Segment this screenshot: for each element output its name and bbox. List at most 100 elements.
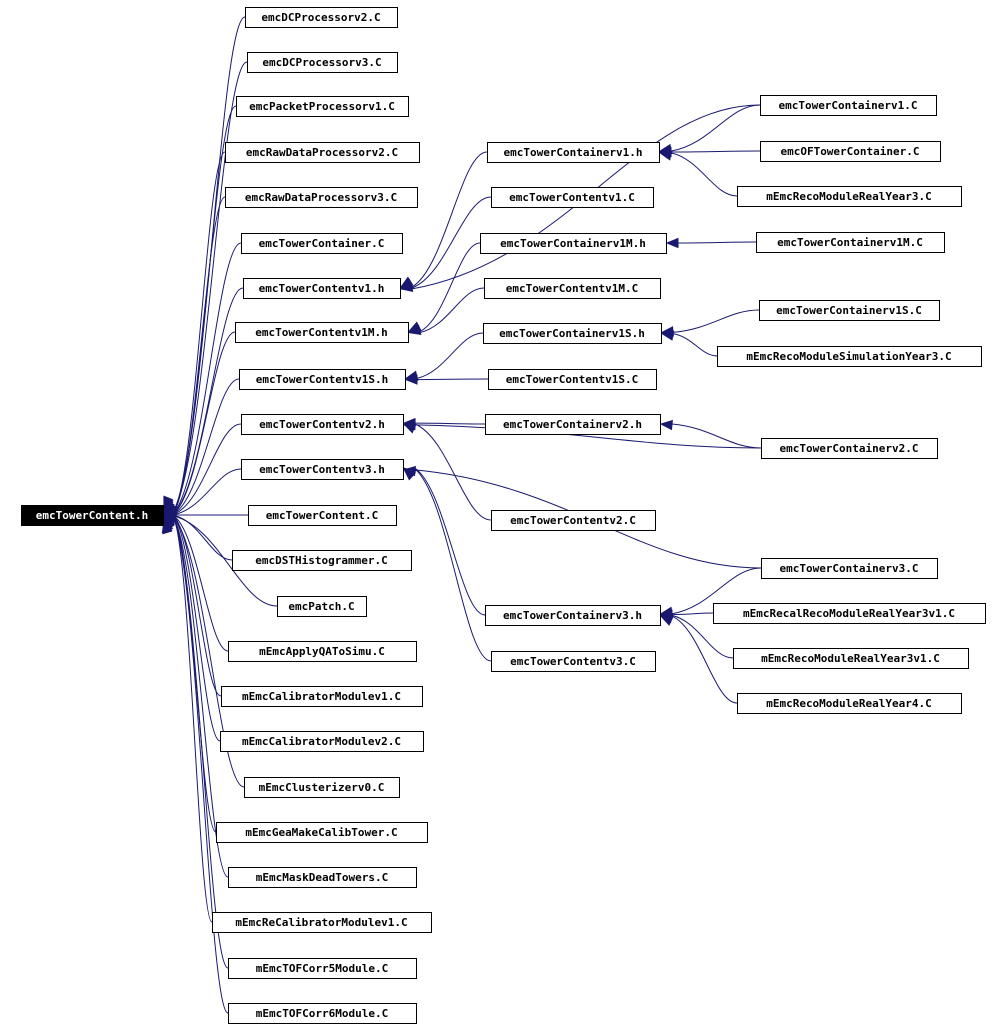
node-emctowercontainerv1-h[interactable]: emcTowerContainerv1.h — [487, 142, 660, 163]
edge-emctowercontentv3-c-to-emctowercontentv3-h — [403, 468, 492, 662]
edge-line — [419, 242, 481, 332]
node-emctowercontentv1s-h[interactable]: emcTowerContentv1S.h — [239, 369, 406, 390]
edge-line — [174, 378, 240, 514]
node-box — [243, 278, 401, 299]
edge-line — [174, 520, 213, 923]
node-box — [212, 912, 432, 933]
edge-line — [174, 331, 236, 513]
edge-emctowercontentv1s-c-to-emctowercontentv1s-h — [404, 374, 489, 385]
edge-line — [414, 422, 486, 425]
node-memcrecalibratormodulev1-c[interactable]: mEmcReCalibratorModulev1.C — [212, 912, 432, 933]
node-label: emcTowerContent.h — [36, 509, 149, 522]
node-emctowercontentv1-h[interactable]: emcTowerContentv1.h — [243, 278, 401, 299]
arrowhead — [659, 419, 673, 431]
node-box — [228, 867, 417, 888]
node-memctofcorr6module-c[interactable]: mEmcTOFCorr6Module.C — [228, 1003, 417, 1024]
node-emctowercontentv1s-c[interactable]: emcTowerContentv1S.C — [488, 369, 657, 390]
node-emcdcprocessorv3-c[interactable]: emcDCProcessorv3.C — [247, 52, 398, 73]
node-emctowercontainerv3-h[interactable]: emcTowerContainerv3.h — [485, 605, 661, 626]
edge-line — [174, 516, 229, 652]
arrowhead — [407, 324, 422, 335]
node-emctowercontentv1m-h[interactable]: emcTowerContentv1M.h — [235, 322, 409, 343]
node-emctowercontainer-c[interactable]: emcTowerContainer.C — [241, 233, 403, 254]
node-emctowercontent-h[interactable]: emcTowerContent.h — [21, 505, 164, 526]
node-emctowercontainerv1-c[interactable]: emcTowerContainerv1.C — [760, 95, 937, 116]
edge-line — [670, 104, 761, 152]
edge-emctowercontainer-c-to-emctowercontent-h — [163, 242, 242, 513]
edge-emctowercontainerv2-c-to-emctowercontentv2-h — [402, 419, 762, 449]
node-box — [491, 187, 654, 208]
node-emctowercontentv3-c[interactable]: emcTowerContentv3.C — [491, 651, 656, 672]
node-box — [228, 958, 417, 979]
node-memccalibratormodulev2-c[interactable]: mEmcCalibratorModulev2.C — [220, 731, 424, 752]
node-box — [756, 232, 945, 253]
node-label: mEmcRecalRecoModuleRealYear3v1.C — [743, 607, 955, 620]
node-emcpacketprocessorv1-c[interactable]: emcPacketProcessorv1.C — [236, 96, 409, 117]
edge-line — [419, 287, 485, 334]
edge-line — [174, 242, 242, 512]
node-label: emcTowerContentv2.C — [510, 514, 636, 527]
node-emctowercontainerv2-h[interactable]: emcTowerContainerv2.h — [485, 414, 661, 435]
node-memcapplyqatosimu-c[interactable]: mEmcApplyQAToSimu.C — [228, 641, 417, 662]
node-memcrecomodulesimulationyear3-c[interactable]: mEmcRecoModuleSimulationYear3.C — [717, 346, 982, 367]
node-box — [241, 233, 403, 254]
node-memcrecomodulerealyear3v1-c[interactable]: mEmcRecoModuleRealYear3v1.C — [733, 648, 969, 669]
edge-line — [174, 515, 278, 607]
node-emctowercontentv2-c[interactable]: emcTowerContentv2.C — [491, 510, 656, 531]
edge-emcdcprocessorv2-c-to-emctowercontent-h — [163, 16, 246, 510]
node-emctowercontentv1-c[interactable]: emcTowerContentv1.C — [491, 187, 654, 208]
node-label: emcPacketProcessorv1.C — [249, 100, 395, 113]
node-memctofcorr5module-c[interactable]: mEmcTOFCorr5Module.C — [228, 958, 417, 979]
node-emctowercontentv1m-c[interactable]: emcTowerContentv1M.C — [484, 278, 661, 299]
edge-memctofcorr6module-c-to-emctowercontent-h — [162, 520, 229, 1014]
node-memcrecalrecomodulerealyear3v1-c[interactable]: mEmcRecalRecoModuleRealYear3v1.C — [713, 603, 986, 624]
node-memcclusterizerv0-c[interactable]: mEmcClusterizerv0.C — [244, 777, 400, 798]
edge-line — [670, 152, 738, 197]
arrowhead — [659, 615, 674, 626]
node-emctowercontainerv1m-c[interactable]: emcTowerContainerv1M.C — [756, 232, 945, 253]
node-label: emcTowerContainerv1S.h — [499, 327, 645, 340]
node-emctowercontentv3-h[interactable]: emcTowerContentv3.h — [241, 459, 404, 480]
node-label: emcTowerContentv3.C — [510, 655, 636, 668]
edge-line — [174, 105, 237, 510]
node-box — [761, 558, 938, 579]
edge-line — [671, 615, 738, 704]
node-label: emcTowerContainerv2.h — [503, 418, 642, 431]
node-emcrawdataprocessorv2-c[interactable]: emcRawDataProcessorv2.C — [225, 142, 420, 163]
node-label: emcTowerContentv1M.h — [255, 326, 387, 339]
node-emctowercontentv2-h[interactable]: emcTowerContentv2.h — [241, 414, 404, 435]
node-emcrawdataprocessorv3-c[interactable]: emcRawDataProcessorv3.C — [225, 187, 418, 208]
node-label: emcOFTowerContainer.C — [780, 145, 919, 158]
edge-memcrecomodulesimulationyear3-c-to-emctowercontainerv1s-h — [660, 330, 718, 357]
node-emcpatch-c[interactable]: emcPatch.C — [277, 596, 367, 617]
node-label: emcDCProcessorv3.C — [262, 56, 381, 69]
edge-line — [671, 423, 762, 449]
node-emctowercontainerv1s-c[interactable]: emcTowerContainerv1S.C — [759, 300, 940, 321]
node-emcdcprocessorv2-c[interactable]: emcDCProcessorv2.C — [245, 7, 398, 28]
node-label: emcTowerContainerv3.C — [779, 562, 918, 575]
edge-line — [414, 423, 492, 521]
node-emctowercontainerv2-c[interactable]: emcTowerContainerv2.C — [761, 438, 938, 459]
node-emctowercontainerv1m-h[interactable]: emcTowerContainerv1M.h — [480, 233, 667, 254]
node-label: emcPatch.C — [288, 600, 354, 613]
node-emctowercontainerv1s-h[interactable]: emcTowerContainerv1S.h — [483, 323, 662, 344]
edge-emcdcprocessorv3-c-to-emctowercontent-h — [163, 61, 248, 510]
node-memccalibratormodulev1-c[interactable]: mEmcCalibratorModulev1.C — [221, 686, 423, 707]
node-emctowercontent-c[interactable]: emcTowerContent.C — [248, 505, 397, 526]
node-label: emcTowerContentv1.h — [259, 282, 385, 295]
node-memcrecomodulerealyear3-c[interactable]: mEmcRecoModuleRealYear3.C — [737, 186, 962, 207]
edge-line — [414, 467, 486, 616]
node-memcgeamakecalibtower-c[interactable]: mEmcGeaMakeCalibTower.C — [216, 822, 428, 843]
node-box — [21, 505, 164, 526]
node-emcoftowercontainer-c[interactable]: emcOFTowerContainer.C — [760, 141, 941, 162]
node-memcrecomodulerealyear4-c[interactable]: mEmcRecoModuleRealYear4.C — [737, 693, 962, 714]
edge-memctofcorr5module-c-to-emctowercontent-h — [162, 520, 229, 969]
node-box — [216, 822, 428, 843]
node-box — [761, 438, 938, 459]
node-box — [733, 648, 969, 669]
edge-line — [174, 521, 229, 969]
node-box — [241, 414, 404, 435]
node-emcdsthistogrammer-c[interactable]: emcDSTHistogrammer.C — [232, 550, 412, 571]
node-memcmaskdeadtowers-c[interactable]: mEmcMaskDeadTowers.C — [228, 867, 417, 888]
node-emctowercontainerv3-c[interactable]: emcTowerContainerv3.C — [761, 558, 938, 579]
